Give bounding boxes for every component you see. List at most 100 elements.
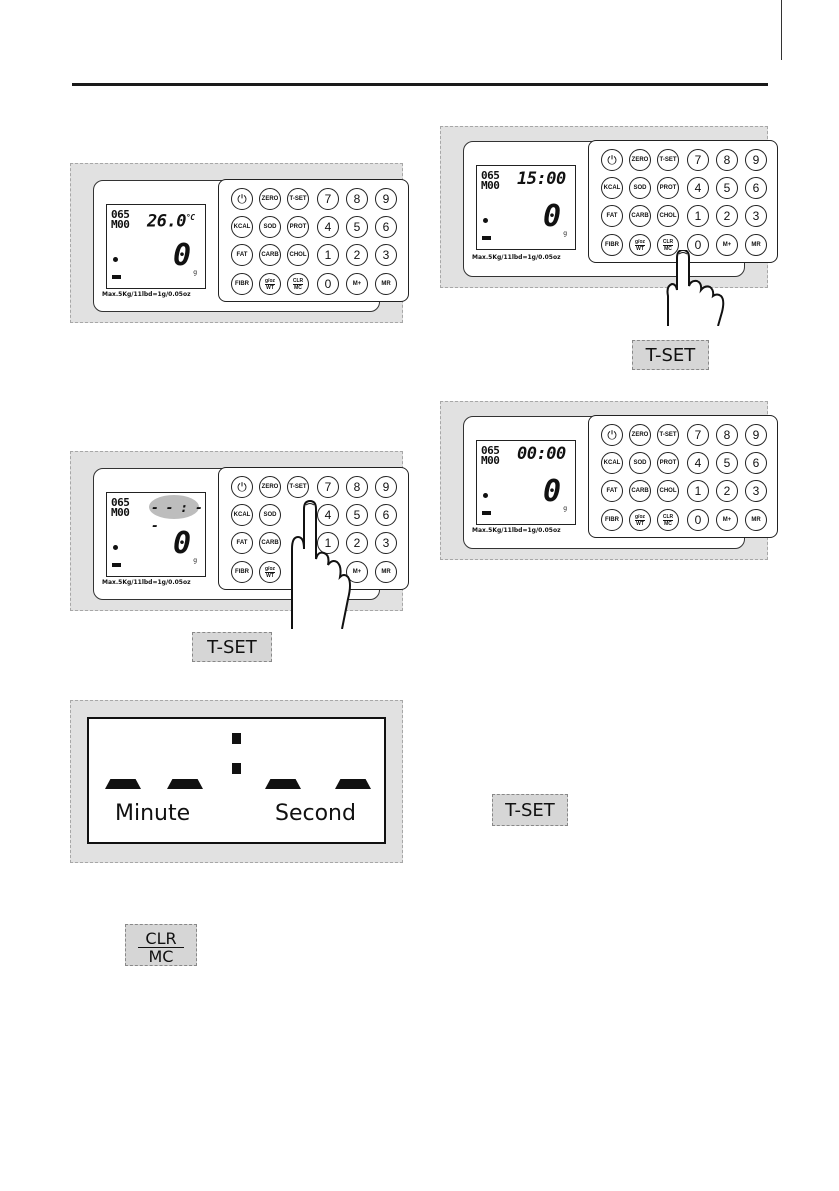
- key-5[interactable]: 5: [346, 504, 368, 526]
- key-5[interactable]: 5: [716, 177, 738, 199]
- key-9[interactable]: 9: [745, 424, 767, 446]
- key-8[interactable]: 8: [346, 476, 368, 498]
- key-9[interactable]: 9: [375, 188, 397, 210]
- colon-dot-top: [232, 733, 241, 744]
- tset-button[interactable]: T-SET: [657, 149, 679, 171]
- chol-button[interactable]: CHOL: [657, 480, 679, 502]
- kcal-button[interactable]: KCAL: [601, 452, 623, 474]
- key-6[interactable]: 6: [375, 504, 397, 526]
- key-0[interactable]: 0: [317, 273, 339, 295]
- chol-button[interactable]: CHOL: [287, 244, 309, 266]
- mr-button[interactable]: MR: [745, 509, 767, 531]
- zero-button[interactable]: ZERO: [259, 476, 281, 498]
- key-0[interactable]: 0: [687, 234, 709, 256]
- key-6[interactable]: 6: [745, 452, 767, 474]
- mplus-button[interactable]: M+: [716, 234, 738, 256]
- mr-button[interactable]: MR: [745, 234, 767, 256]
- carb-button[interactable]: CARB: [259, 244, 281, 266]
- key-7[interactable]: 7: [317, 188, 339, 210]
- power-button[interactable]: ⏻: [231, 476, 253, 498]
- key-3[interactable]: 3: [745, 480, 767, 502]
- kcal-button[interactable]: KCAL: [231, 504, 253, 526]
- key-8[interactable]: 8: [716, 424, 738, 446]
- key-1[interactable]: 1: [687, 205, 709, 227]
- kcal-button[interactable]: KCAL: [231, 216, 253, 238]
- key-2[interactable]: 2: [716, 205, 738, 227]
- sod-button[interactable]: SOD: [259, 216, 281, 238]
- carb-button[interactable]: CARB: [629, 480, 651, 502]
- lcd-weight: 0: [172, 238, 191, 273]
- sod-button[interactable]: SOD: [629, 452, 651, 474]
- key-1[interactable]: 1: [317, 532, 339, 554]
- key-3[interactable]: 3: [375, 244, 397, 266]
- capacity-label: Max.5Kg/11lbd=1g/0.05oz: [102, 291, 191, 298]
- mr-button[interactable]: MR: [375, 273, 397, 295]
- key-2[interactable]: 2: [716, 480, 738, 502]
- zero-button[interactable]: ZERO: [629, 424, 651, 446]
- mplus-button[interactable]: M+: [346, 561, 368, 583]
- sod-button[interactable]: SOD: [629, 177, 651, 199]
- fibr-button[interactable]: FIBR: [601, 509, 623, 531]
- header-rule: [72, 83, 768, 86]
- power-button[interactable]: ⏻: [601, 424, 623, 446]
- key-5[interactable]: 5: [346, 216, 368, 238]
- prot-button[interactable]: PROT: [657, 177, 679, 199]
- key-8[interactable]: 8: [346, 188, 368, 210]
- key-5[interactable]: 5: [716, 452, 738, 474]
- blink-highlight: [149, 495, 199, 519]
- prot-button[interactable]: PROT: [657, 452, 679, 474]
- key-3[interactable]: 3: [375, 532, 397, 554]
- mr-button[interactable]: MR: [375, 561, 397, 583]
- fat-button[interactable]: FAT: [231, 244, 253, 266]
- key-4[interactable]: 4: [317, 504, 339, 526]
- key-7[interactable]: 7: [317, 476, 339, 498]
- zero-button[interactable]: ZERO: [259, 188, 281, 210]
- key-2[interactable]: 2: [346, 244, 368, 266]
- chol-button[interactable]: CHOL: [657, 205, 679, 227]
- fibr-button[interactable]: FIBR: [231, 273, 253, 295]
- power-button[interactable]: ⏻: [231, 188, 253, 210]
- key-1[interactable]: 1: [317, 244, 339, 266]
- prot-button[interactable]: PROT: [287, 216, 309, 238]
- key-7[interactable]: 7: [687, 149, 709, 171]
- fat-button[interactable]: FAT: [231, 532, 253, 554]
- key-2[interactable]: 2: [346, 532, 368, 554]
- key-0[interactable]: 0: [687, 509, 709, 531]
- capacity-label: Max.5Kg/11lbd=1g/0.05oz: [102, 579, 191, 586]
- key-4[interactable]: 4: [317, 216, 339, 238]
- key-4[interactable]: 4: [687, 177, 709, 199]
- power-button[interactable]: ⏻: [601, 149, 623, 171]
- key-9[interactable]: 9: [745, 149, 767, 171]
- tset-button[interactable]: T-SET: [657, 424, 679, 446]
- key-4[interactable]: 4: [687, 452, 709, 474]
- sod-button[interactable]: SOD: [259, 504, 281, 526]
- tset-button[interactable]: T-SET: [287, 188, 309, 210]
- mplus-button[interactable]: M+: [716, 509, 738, 531]
- key-6[interactable]: 6: [745, 177, 767, 199]
- key-9[interactable]: 9: [375, 476, 397, 498]
- key-7[interactable]: 7: [687, 424, 709, 446]
- fat-button[interactable]: FAT: [601, 205, 623, 227]
- key-8[interactable]: 8: [716, 149, 738, 171]
- zero-button[interactable]: ZERO: [629, 149, 651, 171]
- key-6[interactable]: 6: [375, 216, 397, 238]
- key-1[interactable]: 1: [687, 480, 709, 502]
- mplus-button[interactable]: M+: [346, 273, 368, 295]
- key-3[interactable]: 3: [745, 205, 767, 227]
- carb-button[interactable]: CARB: [259, 532, 281, 554]
- fibr-button[interactable]: FIBR: [601, 234, 623, 256]
- tset-button[interactable]: T-SET: [287, 476, 309, 498]
- lcd-unit: g: [193, 269, 197, 276]
- kcal-button[interactable]: KCAL: [601, 177, 623, 199]
- carb-button[interactable]: CARB: [629, 205, 651, 227]
- fat-button[interactable]: FAT: [601, 480, 623, 502]
- fibr-button[interactable]: FIBR: [231, 561, 253, 583]
